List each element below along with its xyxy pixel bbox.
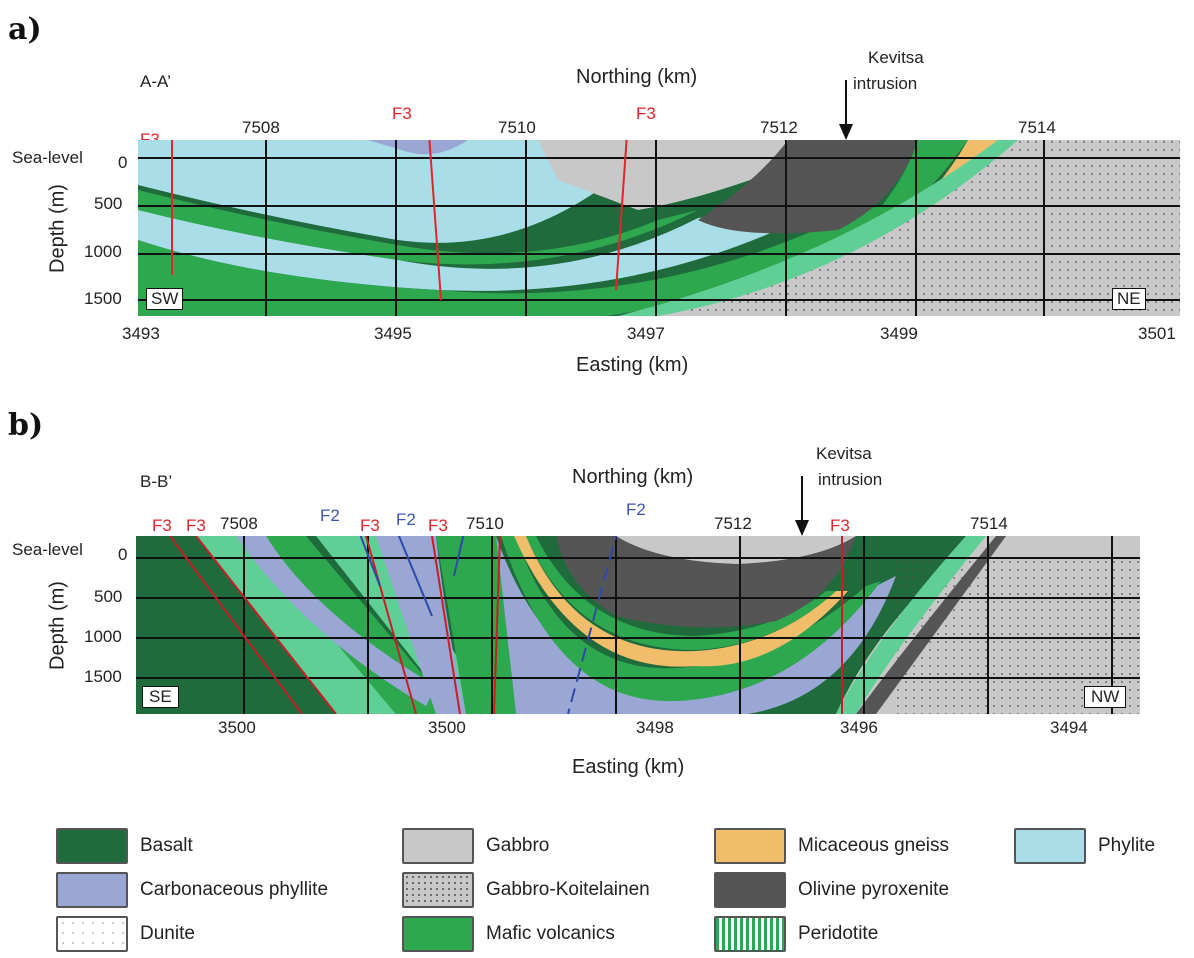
easting-tick: 3496 [840, 718, 878, 737]
legend-label: Gabbro-Koitelainen [486, 879, 650, 900]
fault-label-f3: F3 [636, 104, 656, 123]
micaceous-gneiss-swatch [714, 828, 786, 864]
phylite-swatch [1014, 828, 1086, 864]
fault-label-f3: F3 [186, 516, 206, 535]
fault-label-f3: F3 [830, 516, 850, 535]
legend-label: Olivine pyroxenite [798, 879, 950, 900]
northing-tick: 7508 [242, 118, 280, 137]
section-a-label: A-A’ [140, 72, 171, 91]
northing-tick: 7514 [970, 514, 1008, 533]
easting-tick: 3499 [880, 324, 918, 343]
depth-axis-label: Depth (m) [46, 184, 69, 273]
northing-tick: 7508 [220, 514, 258, 533]
easting-tick: 3493 [122, 324, 160, 343]
end-label-nw: NW [1084, 686, 1127, 708]
end-label-sw: SW [146, 288, 184, 310]
depth-tick: 500 [94, 194, 123, 213]
legend-label: Micaceous gneiss [798, 835, 950, 856]
fault-label-f3: F3 [152, 516, 172, 535]
olivine-pyroxenite-swatch [714, 872, 786, 908]
sea-level-label: Sea-level [12, 148, 83, 167]
kevitsa-arrow-b [795, 476, 809, 536]
northing-tick: 7510 [466, 514, 504, 533]
fault-label-f2: F2 [396, 510, 416, 529]
fault-label-f3: F3 [360, 516, 380, 535]
legend-label: Mafic volcanics [486, 923, 615, 944]
legend-label: Peridotite [798, 923, 879, 944]
cross-section-b [136, 536, 1140, 714]
panel-b-label: b) [8, 408, 44, 443]
sea-level-label: Sea-level [12, 540, 83, 559]
legend-label: Phylite [1098, 835, 1156, 856]
easting-tick: 3500 [428, 718, 466, 737]
end-label-ne: NE [1112, 288, 1146, 310]
section-b-label: B-B’ [140, 472, 173, 491]
cross-section-a [138, 140, 1180, 316]
kevitsa-label-a-2: intrusion [853, 74, 918, 93]
fault-label-f3: F3 [428, 516, 448, 535]
legend-label: Gabbro [486, 835, 550, 856]
end-label-se: SE [142, 686, 179, 708]
easting-tick: 3497 [627, 324, 665, 343]
gabbro-koitelainen-swatch [402, 872, 474, 908]
depth-tick: 1500 [84, 289, 122, 308]
northing-tick: 7514 [1018, 118, 1056, 137]
northing-tick: 7512 [714, 514, 752, 533]
easting-tick: 3498 [636, 718, 674, 737]
panel-a-label: a) [8, 12, 42, 47]
legend-label: Dunite [140, 923, 195, 944]
easting-tick: 3500 [218, 718, 256, 737]
fault-label-f2: F2 [626, 500, 646, 519]
depth-tick: 1000 [84, 627, 122, 646]
kevitsa-label-b-1: Kevitsa [816, 444, 872, 463]
northing-title-a: Northing (km) [576, 66, 698, 88]
peridotite-swatch [714, 916, 786, 952]
easting-tick: 3501 [1138, 324, 1176, 343]
depth-tick: 500 [94, 587, 123, 606]
carbonaceous-phyllite-swatch [56, 872, 128, 908]
depth-axis-label: Depth (m) [46, 581, 69, 670]
northing-title-b: Northing (km) [572, 466, 694, 488]
easting-tick: 3495 [374, 324, 412, 343]
fault-label-f3: F3 [392, 104, 412, 123]
northing-tick: 7512 [760, 118, 798, 137]
depth-tick: 1000 [84, 242, 122, 261]
kevitsa-label-b-2: intrusion [818, 470, 883, 489]
dunite-swatch [56, 916, 128, 952]
basalt-swatch [56, 828, 128, 864]
depth-tick: 0 [118, 545, 128, 564]
gabbro-swatch [402, 828, 474, 864]
easting-axis-label-b: Easting (km) [572, 756, 685, 778]
fault-label-f2: F2 [320, 506, 340, 525]
kevitsa-arrow-a [839, 80, 853, 140]
easting-axis-label-a: Easting (km) [576, 354, 689, 376]
easting-tick: 3494 [1050, 718, 1088, 737]
legend-label: Basalt [140, 835, 193, 856]
depth-tick: 1500 [84, 667, 122, 686]
mafic-volcanics-swatch [402, 916, 474, 952]
legend-label: Carbonaceous phyllite [140, 879, 329, 900]
kevitsa-label-a-1: Kevitsa [868, 48, 924, 67]
depth-tick: 0 [118, 153, 128, 172]
northing-tick: 7510 [498, 118, 536, 137]
